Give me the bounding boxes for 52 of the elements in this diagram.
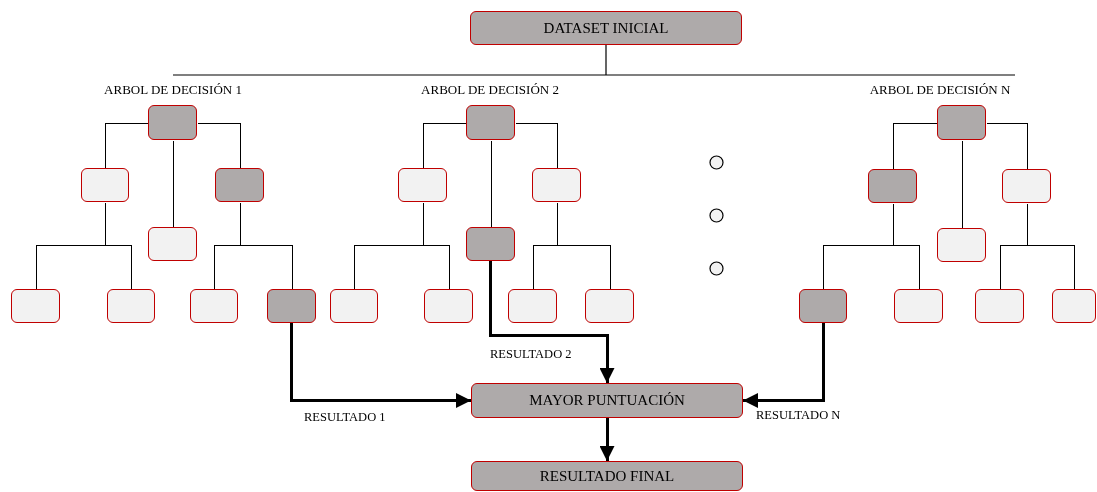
tree-node-box: [81, 168, 129, 202]
process-box: [471, 383, 743, 418]
tree-node-box: [148, 227, 197, 261]
arrow: [599, 418, 615, 461]
connector-line: [515, 122, 558, 169]
tree-node-box: [215, 168, 264, 202]
tree-node-box: [508, 289, 557, 323]
tree-node-box: [532, 168, 581, 202]
tree-node-box: [937, 228, 986, 262]
connector-line: [422, 202, 450, 290]
box-label: DATASET INICIAL: [543, 19, 669, 37]
tree-node-box: [466, 105, 515, 140]
process-box: [470, 11, 742, 45]
connector-line: [1026, 203, 1075, 290]
connector-line: [105, 202, 132, 290]
tree-node-box: [868, 169, 917, 203]
tree-node-box: [107, 289, 155, 323]
box-label: RESULTADO FINAL: [539, 467, 675, 485]
tree-node-box: [11, 289, 60, 323]
tree-node-box: [398, 168, 447, 202]
tree-node-box: [1052, 289, 1096, 323]
arrow: [290, 323, 471, 408]
connector-line: [197, 122, 241, 169]
tree-node-box: [799, 289, 847, 323]
tree-title: ARBOL DE DECISIÓN 2: [421, 82, 559, 98]
connector-line: [422, 122, 467, 169]
tree-node-box: [466, 227, 515, 261]
process-box: [471, 461, 743, 491]
connector-line: [172, 140, 174, 228]
tree-node-box: [937, 105, 986, 140]
connector-line: [490, 140, 492, 228]
box-label: MAYOR PUNTUACIÓN: [529, 392, 685, 409]
connector-line: [239, 202, 293, 290]
connector-line: [986, 122, 1028, 170]
tree-node-box: [190, 289, 238, 323]
tree-title: ARBOL DE DECISIÓN N: [869, 82, 1011, 98]
connector-line: [556, 202, 611, 290]
tree-node-box: [330, 289, 378, 323]
connector-line: [892, 203, 920, 290]
tree-node-box: [424, 289, 473, 323]
tree-node-box: [148, 105, 197, 140]
arrow: [743, 323, 825, 408]
tree-node-box: [585, 289, 634, 323]
connector-line: [961, 140, 963, 229]
tree-node-box: [1002, 169, 1051, 203]
connector-line: [105, 122, 149, 169]
arrow: [489, 261, 615, 383]
tree-node-box: [975, 289, 1024, 323]
connector-line: [892, 122, 938, 170]
tree-title: ARBOL DE DECISIÓN 1: [104, 82, 242, 98]
tree-node-box: [894, 289, 943, 323]
tree-node-box: [267, 289, 316, 323]
